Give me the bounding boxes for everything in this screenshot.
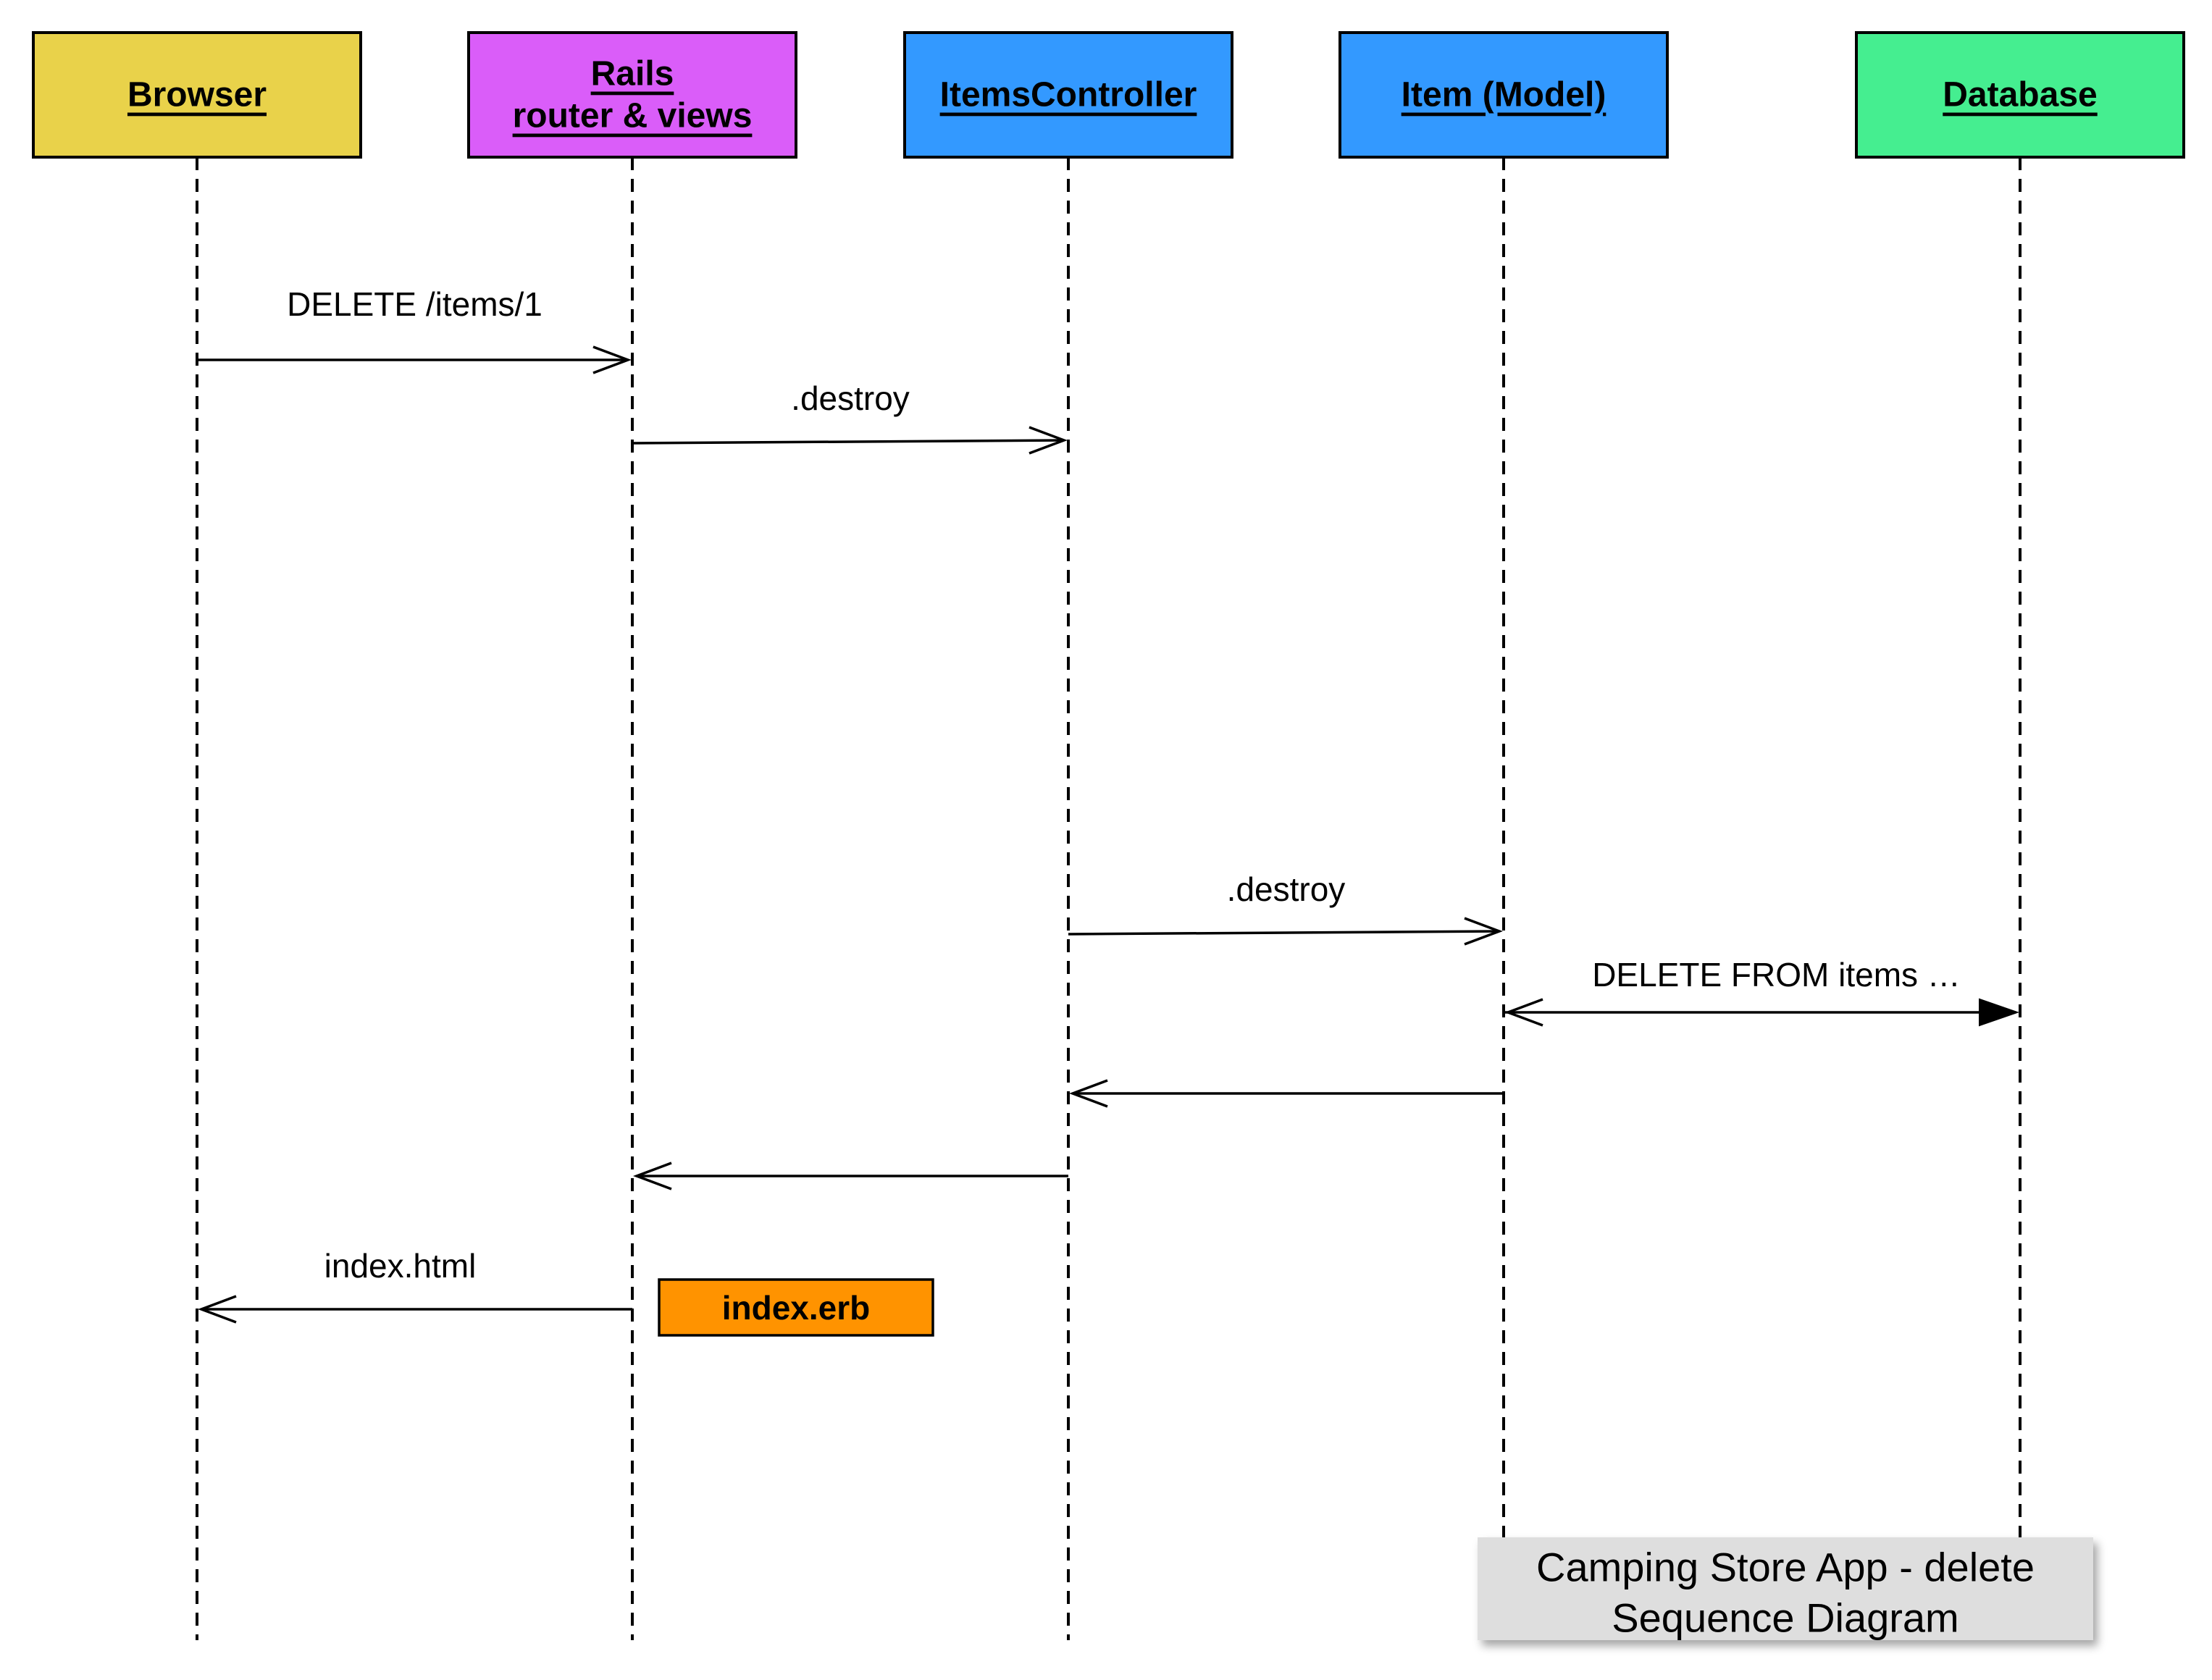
title-line-1: Camping Store App - delete [1536,1545,2035,1590]
message-label: .destroy [1227,870,1346,908]
title-box [1478,1537,2093,1640]
actor-box-browser [32,31,362,159]
arrowhead-open [198,1295,237,1324]
actor-label-controller: ItemsController [940,76,1197,114]
message-label: .destroy [791,379,910,417]
arrowhead-open [592,345,632,374]
arrowhead-open [1069,1079,1108,1108]
message-label: DELETE /items/1 [287,285,542,323]
message-6 [633,1162,1068,1190]
message-7: index.html [198,1247,632,1324]
actor-label-model: Item (Model) [1402,76,1606,114]
actor-rails: Rails router & views [467,31,797,159]
message-label: DELETE FROM items … [1592,956,1961,994]
actor-label-browser: Browser [127,76,267,114]
actor-model: Item (Model) [1338,31,1669,159]
note-box [658,1278,934,1337]
note-index-erb: index.erb [658,1278,934,1337]
arrowhead-open [1029,426,1068,455]
arrowhead-open [1464,917,1503,946]
actor-label-rails: Rails [591,55,674,93]
arrowhead-filled [1979,998,2020,1027]
lifelines [196,157,2022,1640]
arrowhead-open [1504,998,1543,1027]
actor-label-rails: router & views [513,97,753,135]
message-4: DELETE FROM items … [1504,956,2020,1027]
actor-browser: Browser [32,31,362,159]
actor-box-model [1338,31,1669,159]
actor-label-database: Database [1943,76,2097,114]
actor-box-controller [903,31,1233,159]
message-1: DELETE /items/1 [197,285,632,374]
message-2: .destroy [632,379,1068,455]
note-label: index.erb [722,1289,871,1327]
arrowhead-open [633,1162,672,1190]
actor-box-database [1855,31,2185,159]
message-line [632,439,1065,445]
message-label: index.html [324,1247,477,1285]
actor-controller: ItemsController [903,31,1233,159]
actor-box-rails [467,31,797,159]
title-line-2: Sequence Diagram [1612,1595,1958,1641]
actor-database: Database [1855,31,2185,159]
message-3: .destroy [1068,870,1503,946]
message-5 [1069,1079,1504,1108]
message-line [1068,930,1500,936]
actors: Browser Rails router & views ItemsControlle… [32,31,2185,159]
